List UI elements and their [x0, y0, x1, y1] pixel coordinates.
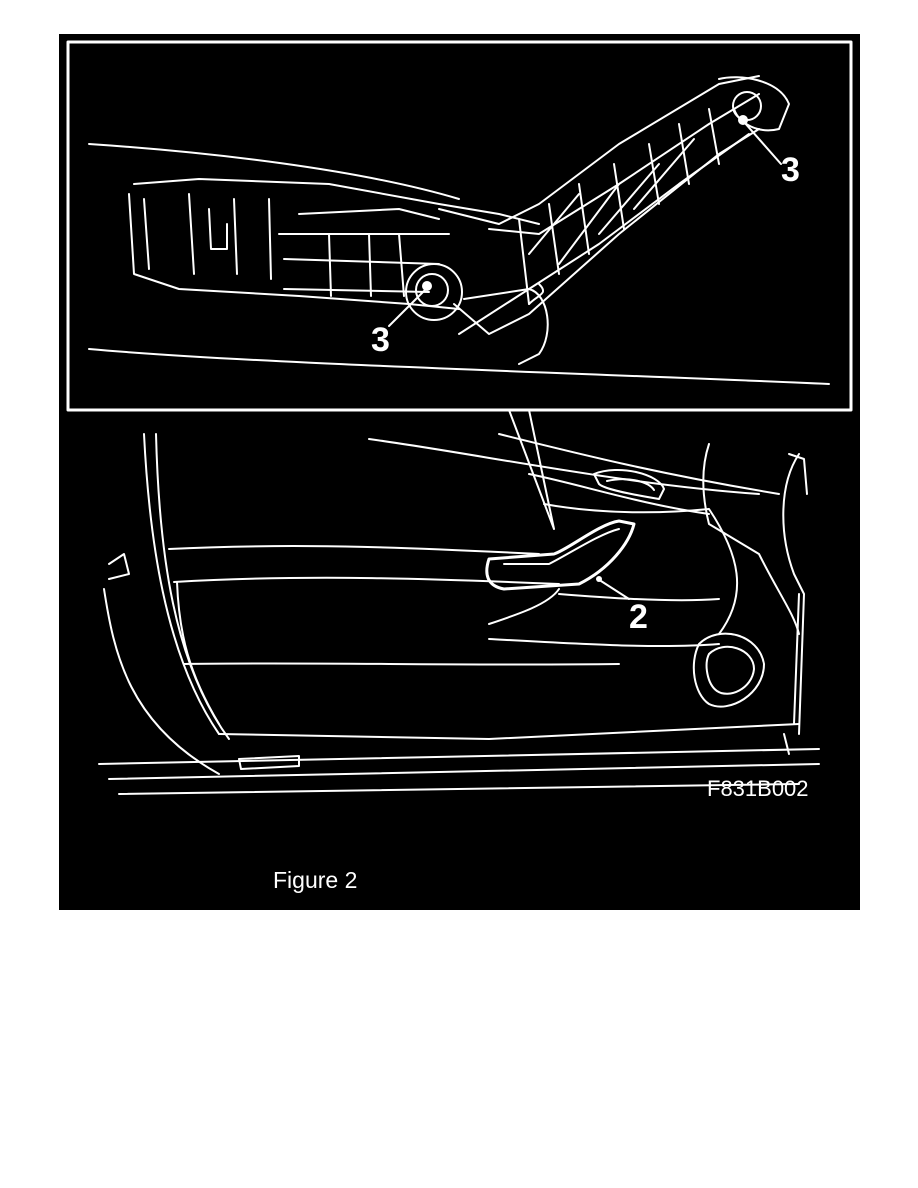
- door-panel-drawing: 3 3: [66, 40, 853, 893]
- figure-caption: Figure 2: [273, 867, 357, 893]
- diagram-figure: 3 3: [59, 34, 860, 910]
- figure-code: F831B002: [707, 776, 809, 801]
- detail-pointer: [508, 409, 555, 530]
- detail-inset: [66, 40, 853, 412]
- callout-armrest: 2: [629, 598, 648, 636]
- door-panel: [98, 433, 820, 795]
- callout-clip-upper: 3: [781, 151, 800, 189]
- callout-clip-lower: 3: [371, 321, 390, 359]
